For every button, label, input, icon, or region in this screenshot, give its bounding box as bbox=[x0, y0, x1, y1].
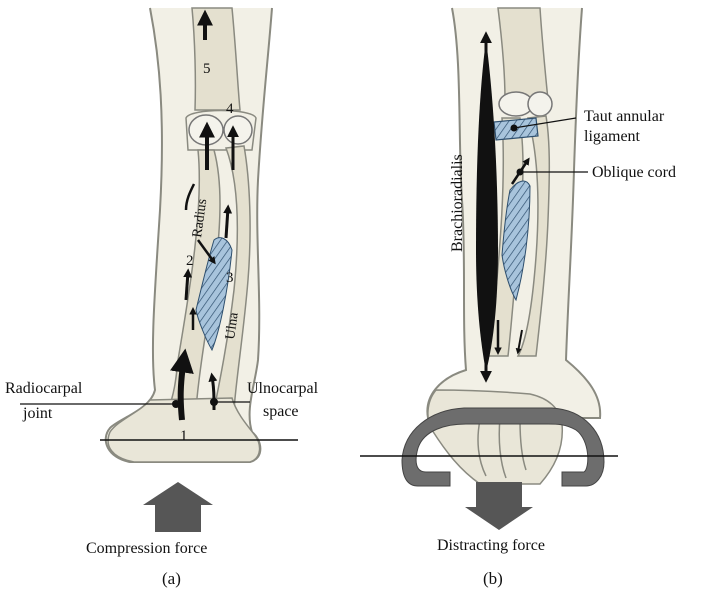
radius-label: Radius bbox=[190, 198, 210, 239]
brachioradialis-muscle bbox=[476, 40, 498, 372]
grip-handle bbox=[401, 407, 605, 487]
panel-a: 5 4 2 3 1 Radius Ulna Radiocarpal joint … bbox=[5, 7, 319, 588]
ulna-bone-b bbox=[516, 115, 551, 357]
interosseous-membrane-b bbox=[501, 180, 531, 302]
ulnocarpal-label-line1: Ulnocarpal bbox=[247, 380, 319, 397]
compression-force-label: Compression force bbox=[86, 540, 207, 557]
number-3: 3 bbox=[226, 270, 234, 286]
ulna-label: Ulna bbox=[223, 311, 242, 341]
force-arrow-radius-mid bbox=[184, 183, 196, 211]
elbow-condyle-right-a bbox=[223, 115, 253, 145]
radiocarpal-label-line2: joint bbox=[22, 405, 53, 422]
annular-ligament-leader bbox=[513, 117, 577, 129]
ulnocarpal-label-line2: space bbox=[263, 403, 299, 420]
force-arrow-3 bbox=[223, 204, 233, 239]
number-1: 1 bbox=[180, 428, 188, 444]
radiocarpal-label-line1: Radiocarpal bbox=[5, 380, 83, 397]
number-5: 5 bbox=[203, 61, 211, 77]
interosseous-membrane-a bbox=[195, 237, 233, 352]
caption-a: (a) bbox=[162, 569, 181, 588]
brachioradialis-label: Brachioradialis bbox=[449, 154, 466, 252]
force-arrow-2a bbox=[183, 268, 193, 301]
annular-ligament-label-line1: Taut annular bbox=[584, 108, 665, 125]
oblique-cord-label: Oblique cord bbox=[592, 164, 676, 181]
force-arrow-ulnar bbox=[208, 372, 218, 411]
transfer-arrow-a bbox=[196, 239, 216, 265]
annular-ligament-label-line2: ligament bbox=[584, 128, 641, 145]
elbow-condyle-right-b bbox=[527, 91, 553, 117]
distracting-force-label: Distracting force bbox=[437, 537, 545, 554]
panel-b: Distracting force (b) Brachioradialis Ta… bbox=[360, 7, 676, 588]
humerus-b bbox=[497, 7, 549, 101]
ulna-arrow-b bbox=[515, 329, 523, 355]
caption-b: (b) bbox=[483, 569, 503, 588]
distracting-force-arrow bbox=[465, 482, 533, 530]
compression-force-arrow bbox=[143, 482, 213, 532]
hand-b bbox=[427, 389, 564, 485]
humerus-a bbox=[191, 7, 241, 111]
force-arrow-1 bbox=[170, 348, 194, 421]
wrist-hand-a bbox=[107, 397, 261, 463]
number-4: 4 bbox=[226, 101, 234, 117]
number-2: 2 bbox=[186, 253, 194, 269]
